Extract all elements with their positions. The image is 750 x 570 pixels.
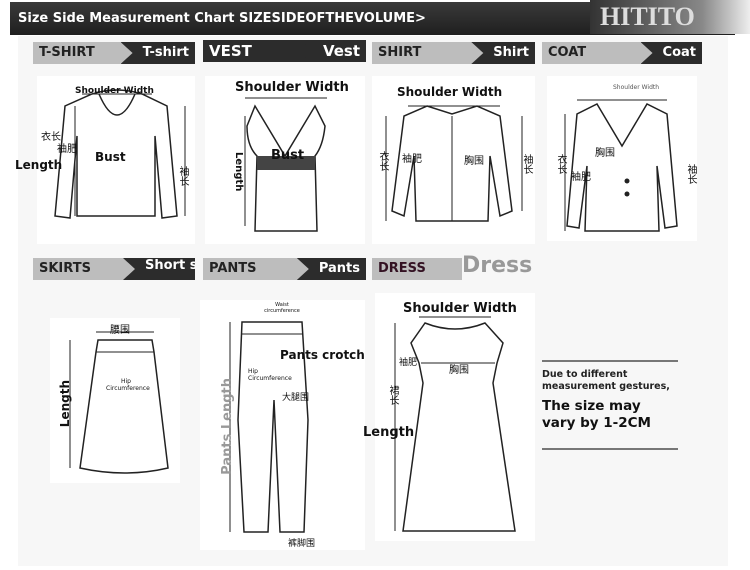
note-small: Due to different measurement gestures, <box>542 369 670 392</box>
hip-label: Hip Circumference <box>106 378 150 392</box>
divider <box>542 448 678 450</box>
cn-hem-label: 裤脚围 <box>288 539 316 549</box>
page-title: Size Side Measurement Chart SIZESIDEOFTH… <box>18 11 426 26</box>
tab-en: SKIRTS <box>33 258 135 280</box>
skirt-drawing <box>69 331 169 474</box>
tab-en: DRESS <box>372 258 462 280</box>
dress-length-label: Length <box>363 425 415 440</box>
cn-sleeve-width-label: 袖肥 <box>399 358 418 368</box>
tab-label: Short skirt <box>123 258 195 280</box>
tab-label: Shirt <box>471 42 535 64</box>
tab-en: PANTS <box>203 258 309 280</box>
crotch-label: Pants crotch <box>280 348 365 362</box>
cn-bust-label: 胸围 <box>449 365 469 376</box>
waist-label: Waist circumference <box>264 302 300 314</box>
coat-drawing <box>564 99 678 232</box>
cn-sleeve-width-label: 袖肥 <box>571 172 591 183</box>
shoulder-label: Shoulder Width <box>397 85 503 99</box>
bust-label: Bust <box>271 148 305 163</box>
tab-label: Pants <box>296 258 366 280</box>
size-note: Due to different measurement gestures, T… <box>542 360 692 450</box>
cn-sleeve-length-label: 袖长 <box>685 164 696 184</box>
tab-label: Coat <box>640 42 702 64</box>
tab-label: T-shirt <box>120 42 195 64</box>
cn-length-label: 裙长 <box>387 385 398 405</box>
vest-drawing <box>244 97 327 232</box>
cn-sleeve-length-label: 袖长 <box>177 166 188 186</box>
shoulder-label: Shoulder Width <box>235 80 349 95</box>
shirt-drawing <box>385 105 523 222</box>
shirt-panel: Shoulder Width 衣长 袖肥 胸围 袖长 <box>372 76 535 244</box>
tab-label: Vest <box>300 40 366 62</box>
cn-waist-label: 腰围 <box>110 325 130 336</box>
tab-dress: DRESS <box>372 258 462 280</box>
dress-panel: Shoulder Width 袖肥 胸围 裙长 <box>375 293 535 541</box>
divider <box>542 360 678 362</box>
tshirt-length-label: Length <box>15 158 63 172</box>
tshirt-panel: Shoulder Width Bust 衣长 袖肥 袖长 <box>37 76 195 244</box>
brand-logo: HITITO <box>590 0 750 34</box>
vest-panel: Shoulder Width Bust Length <box>205 76 365 244</box>
cn-sleeve-width-label: 袖肥 <box>402 154 422 165</box>
cn-length-label: 衣长 <box>377 151 388 171</box>
skirt-length-label: Length <box>58 380 72 428</box>
cn-sleeve-length-label: 袖长 <box>521 154 532 174</box>
cn-length-label: 衣长 <box>41 132 61 143</box>
cn-sleeve-width-label: 袖肥 <box>57 144 77 155</box>
hip-label: Hip Circumference <box>248 368 292 382</box>
shoulder-label: Shoulder Width <box>613 84 660 91</box>
tab-en: COAT <box>542 42 653 64</box>
cn-thigh-label: 大腿围 <box>282 393 310 403</box>
tab-en: T-SHIRT <box>33 42 133 64</box>
length-label: Length <box>233 152 244 192</box>
cn-bust-label: 胸围 <box>595 148 615 159</box>
shoulder-label: Shoulder Width <box>75 86 154 96</box>
tab-en: SHIRT <box>372 42 484 64</box>
pants-drawing <box>229 321 309 533</box>
length-label: Pants Length <box>220 378 235 475</box>
tshirt-drawing <box>54 89 186 219</box>
cn-length-label: 衣长 <box>555 154 566 174</box>
pants-panel: Waist circumference Pants crotch Hip Cir… <box>200 300 365 550</box>
shoulder-label: Shoulder Width <box>403 301 517 316</box>
bust-label: Bust <box>95 150 126 164</box>
dress-drawing <box>394 316 516 532</box>
skirt-panel: 腰围 Hip Circumference <box>50 318 180 483</box>
tab-dress-label: Dress <box>462 253 533 278</box>
note-big: The size may vary by 1-2CM <box>542 398 651 431</box>
cn-bust-label: 胸围 <box>464 156 484 167</box>
coat-panel: Shoulder Width 衣长 袖肥 胸围 袖长 <box>547 76 697 241</box>
tab-en: VEST <box>203 40 313 62</box>
